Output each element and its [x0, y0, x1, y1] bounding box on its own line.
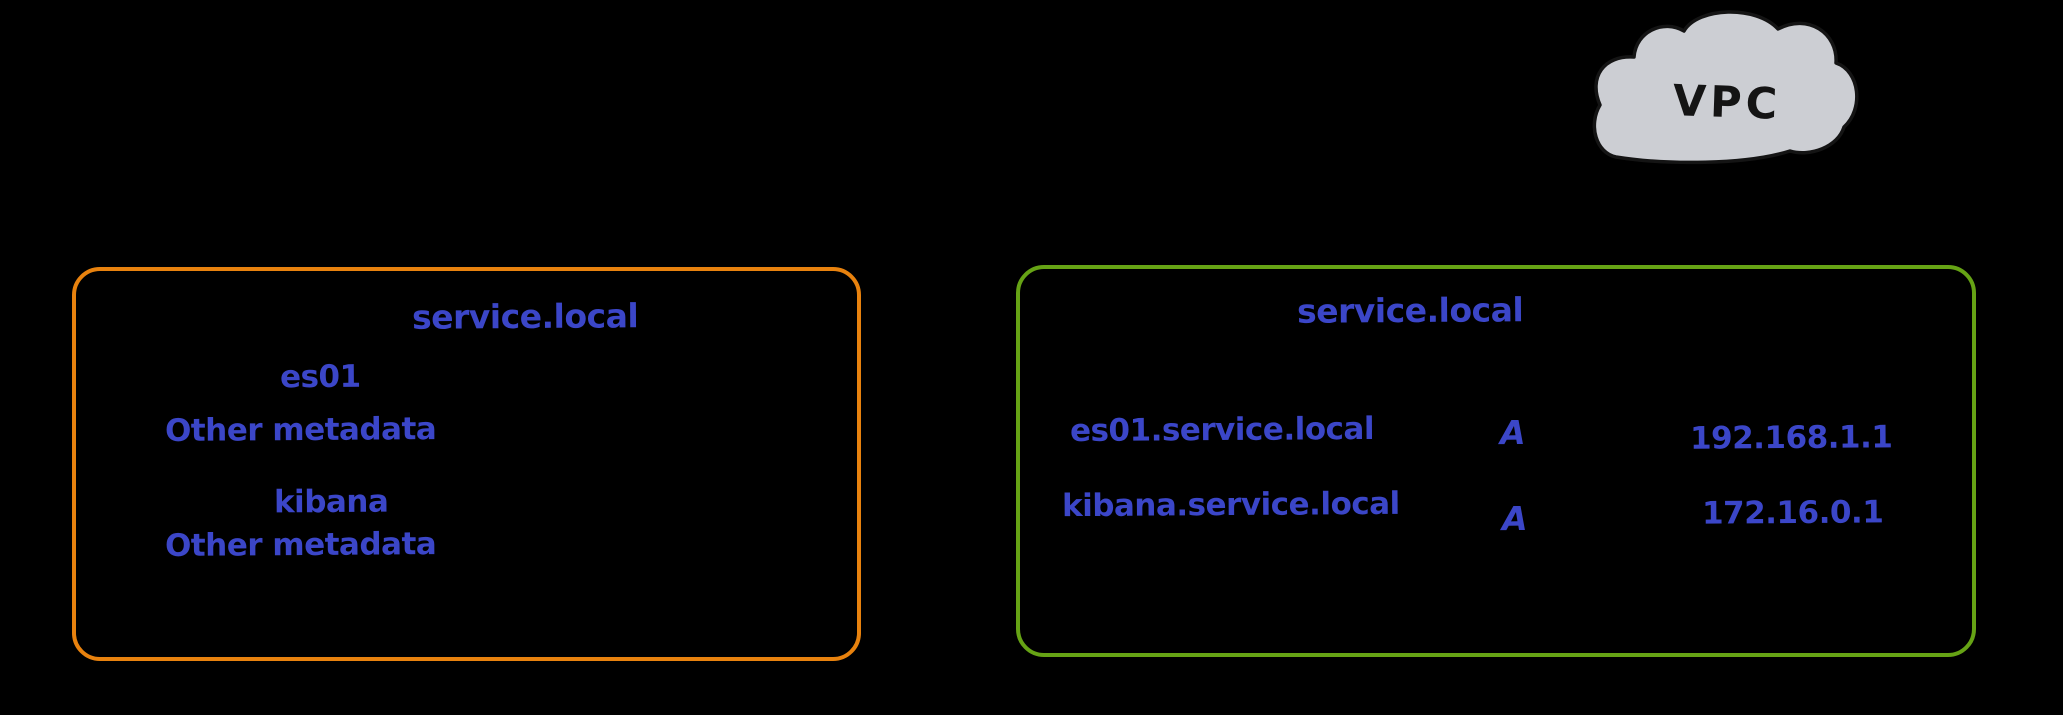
registry-entry-metadata: Other metadata [164, 411, 437, 449]
service-registry-box: service.local es01 Other metadata kibana… [72, 267, 861, 661]
dns-record-ip: 172.16.0.1 [1701, 494, 1884, 532]
dns-record-host: kibana.service.local [1061, 485, 1400, 525]
registry-entry-name: es01 [279, 358, 361, 396]
registry-title: service.local [411, 296, 639, 337]
cloud-path [1592, 10, 1859, 165]
dns-record-host: es01.service.local [1069, 410, 1375, 450]
dns-record-type: A [1499, 412, 1526, 453]
dns-zone-box: service.local es01.service.local A 192.1… [1016, 265, 1976, 657]
vpc-cloud-shape [1592, 10, 1859, 165]
dns-zone-title: service.local [1296, 290, 1524, 331]
dns-record-type: A [1501, 498, 1528, 539]
registry-entry-metadata: Other metadata [164, 526, 437, 564]
registry-entry-name: kibana [273, 483, 389, 521]
vpc-label: VPC [1671, 76, 1783, 130]
dns-record-ip: 192.168.1.1 [1689, 419, 1893, 457]
